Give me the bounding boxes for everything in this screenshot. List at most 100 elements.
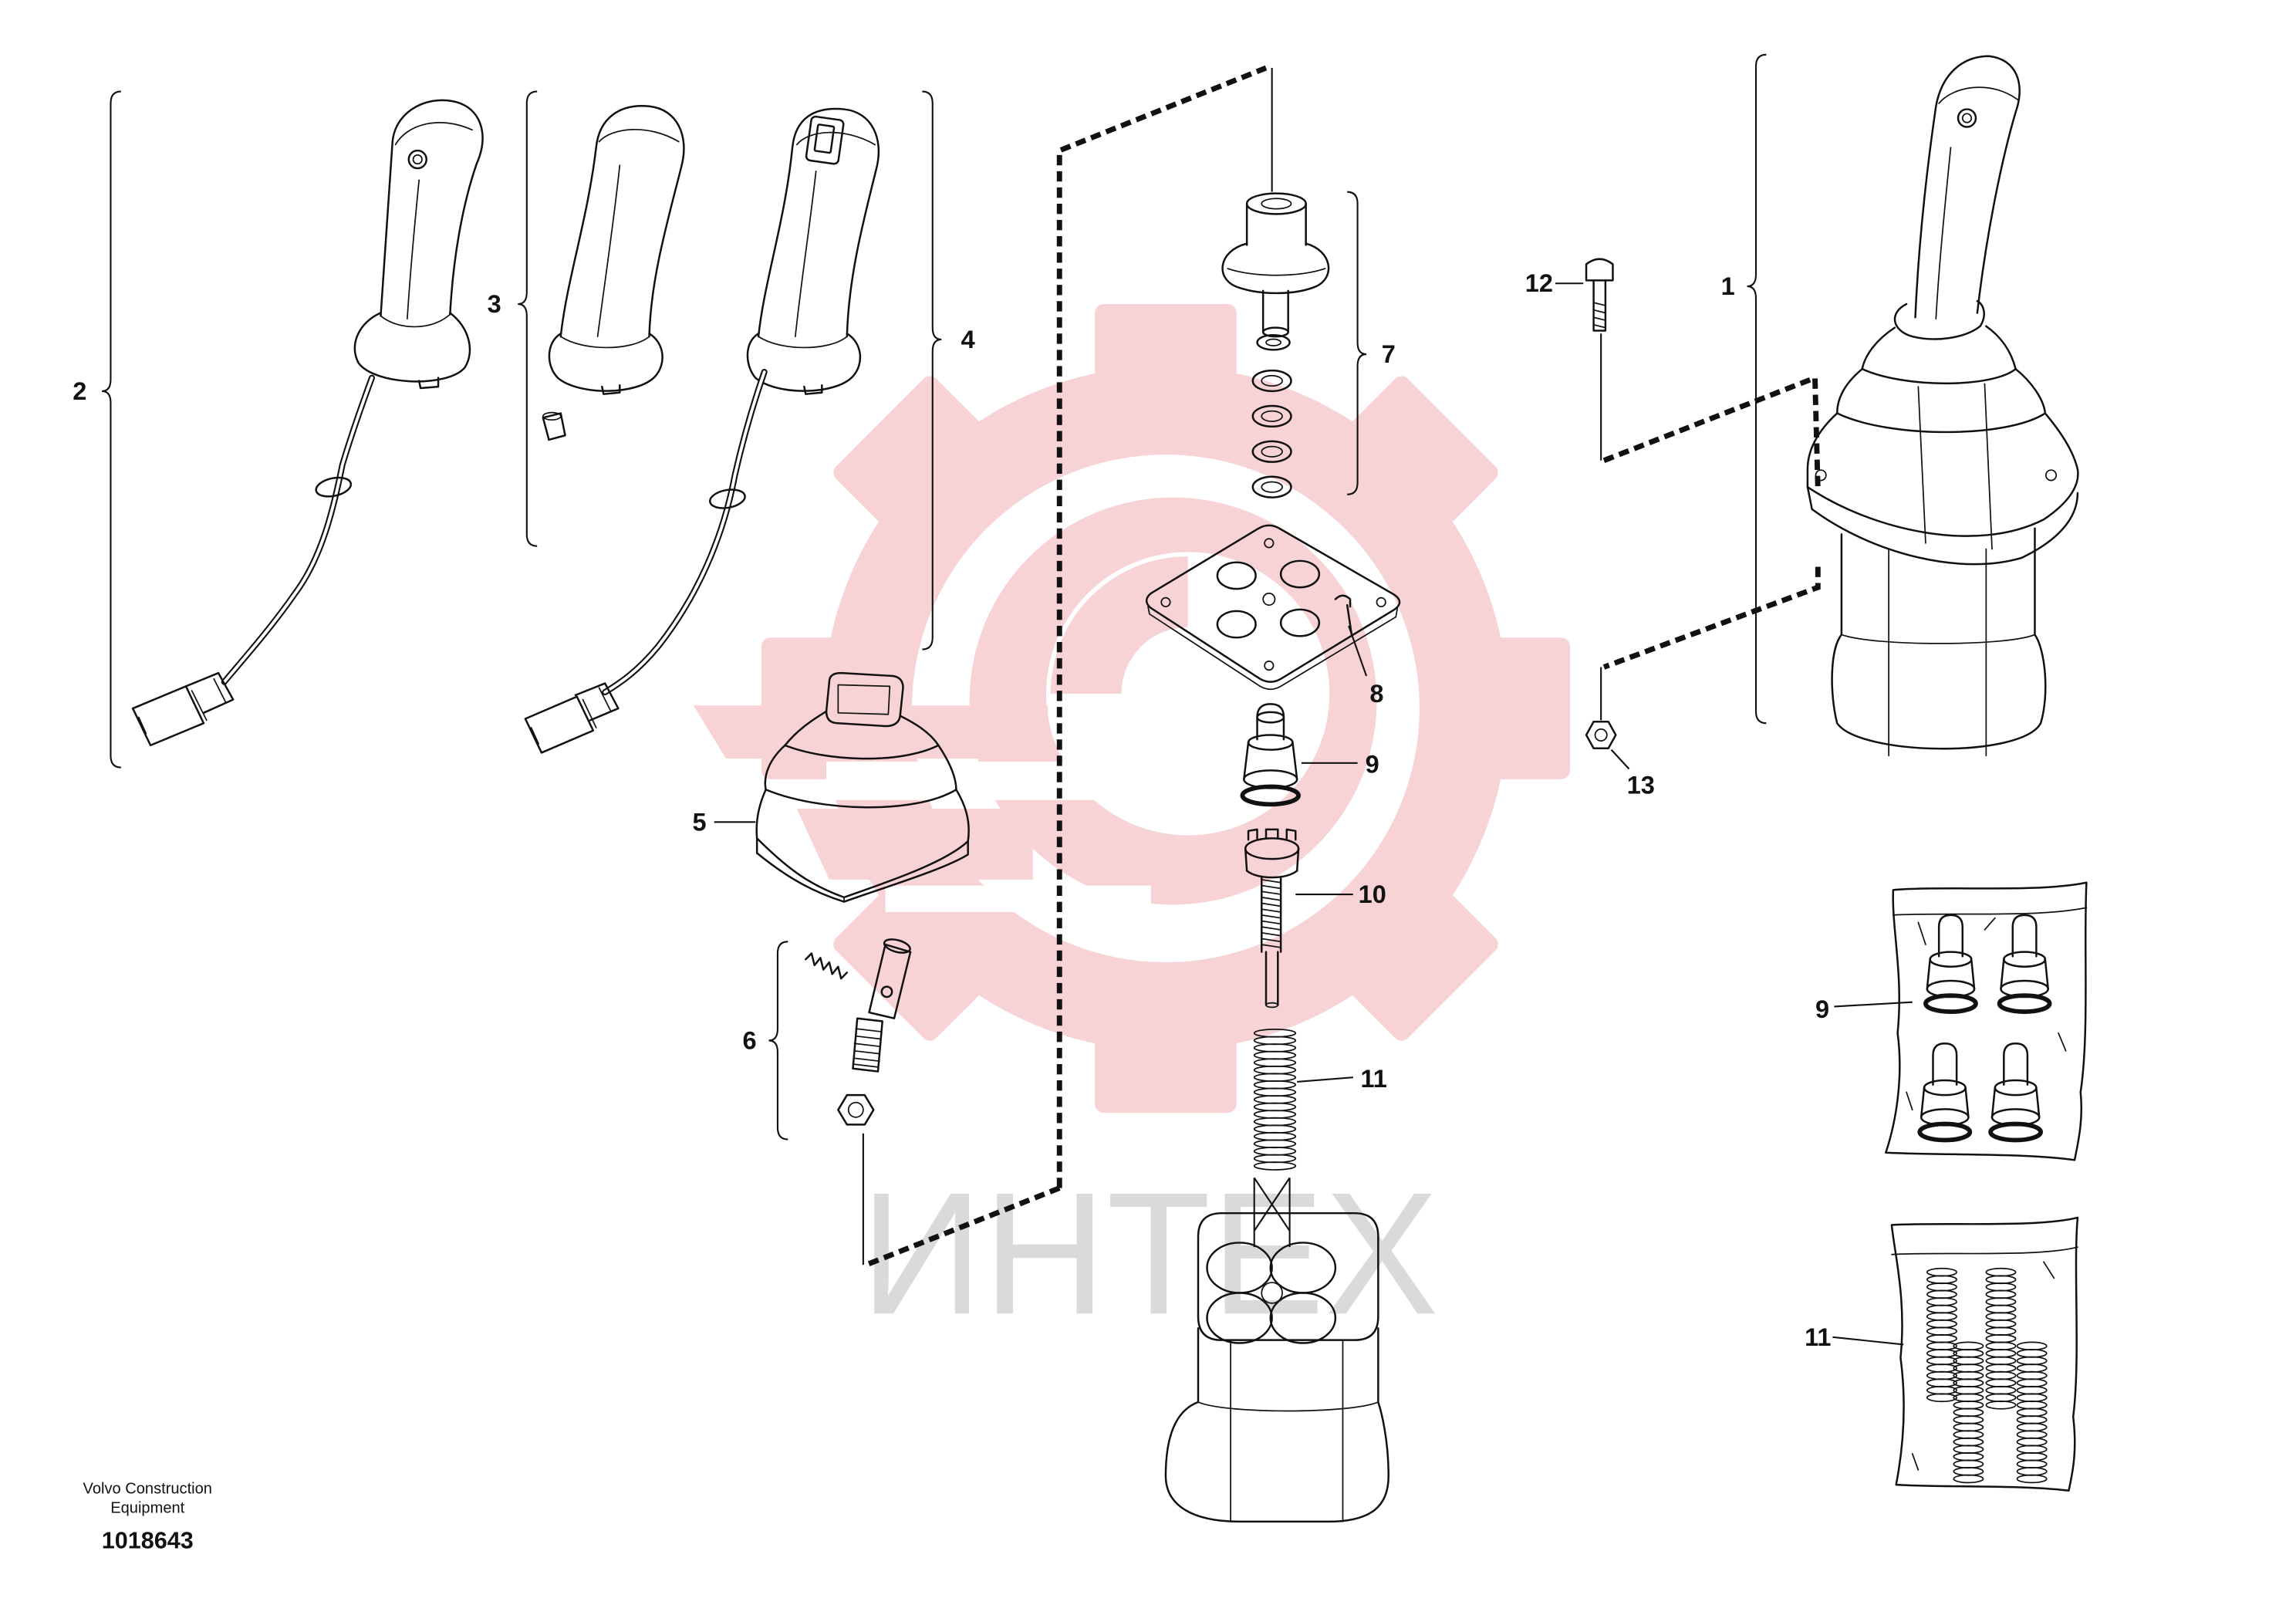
plunger-kit-bag-part-9 <box>1885 881 2088 1161</box>
lever-shaft-part-6 <box>805 938 912 1126</box>
washer <box>1256 333 1291 351</box>
rocker-switch <box>805 115 845 165</box>
grommet <box>542 411 566 441</box>
callout-5: 5 <box>693 808 707 836</box>
cable-tie <box>315 476 353 498</box>
spring-coil <box>1926 1393 1957 1403</box>
plate-bore <box>1216 561 1257 590</box>
plunger-seal <box>1917 1121 1973 1143</box>
thread <box>1261 879 1281 948</box>
assembly-line-center <box>1056 65 1268 1188</box>
coil-spring <box>1985 1267 2017 1410</box>
handle-bell <box>548 333 663 392</box>
handle-part-3 <box>542 105 685 441</box>
plunger-seal <box>1988 1121 2043 1143</box>
assembly-line-right-lower <box>1602 566 1821 670</box>
handle-bell <box>353 312 471 383</box>
coil-spring <box>1926 1267 1957 1403</box>
handle-with-cable-part-2 <box>131 99 484 747</box>
bolt-part-12 <box>1585 258 1614 332</box>
plunger-seal <box>1240 784 1301 807</box>
callout-13: 13 <box>1627 772 1655 799</box>
handle-grip <box>757 107 880 338</box>
callout-9: 9 <box>1366 751 1379 779</box>
handle-grip <box>559 105 685 338</box>
electrical-connector <box>524 682 620 754</box>
valve-housing <box>1164 1211 1389 1523</box>
callout-kit-11: 11 <box>1805 1323 1831 1351</box>
coil-spring <box>2016 1341 2048 1484</box>
nut-part-13 <box>1585 721 1617 749</box>
plunger-part-9 <box>1240 703 1301 807</box>
washer <box>1251 404 1292 428</box>
spring-coil <box>2016 1474 2048 1484</box>
guide-flange <box>1221 242 1330 295</box>
kit-bag <box>1890 1216 2079 1492</box>
threaded-end <box>852 1017 883 1073</box>
callout-3: 3 <box>488 290 501 318</box>
brace-6 <box>768 941 788 1140</box>
washer <box>1251 440 1292 463</box>
drawing-footer: Volvo Construction Equipment 1018643 <box>83 1481 212 1554</box>
leader-kit-11 <box>1832 1336 1904 1346</box>
housing-bore <box>1206 1292 1273 1344</box>
watermark-text: ИНТЕХ <box>860 1156 1439 1350</box>
mounting-plate-part-8 <box>1145 524 1401 691</box>
callout-10: 10 <box>1359 880 1386 908</box>
maker-name-line2: Equipment <box>110 1499 184 1516</box>
joystick-button <box>1957 108 1977 128</box>
electrical-connector <box>131 671 235 747</box>
maker-name-line1: Volvo Construction <box>83 1481 212 1498</box>
plunger <box>1917 1042 1973 1143</box>
coil-spring <box>1953 1341 1984 1484</box>
joystick-base <box>1831 527 2047 750</box>
shaft-tube <box>868 943 912 1019</box>
coil-spring <box>1253 1029 1297 1171</box>
assembly-line-lower <box>865 1185 1061 1268</box>
callout-7: 7 <box>1382 340 1396 368</box>
washers <box>1251 333 1292 498</box>
callout-labels: 2 3 4 5 6 7 8 9 10 11 12 1 13 9 11 <box>73 269 1831 1351</box>
brace-2 <box>101 90 121 769</box>
drawing-number: 1018643 <box>102 1527 194 1553</box>
kit-bag <box>1885 881 2088 1161</box>
callout-11: 11 <box>1360 1065 1386 1093</box>
callout-12: 12 <box>1525 269 1553 297</box>
washer <box>1251 369 1292 393</box>
assembly-line-right-upper <box>1602 373 1821 491</box>
callout-4: 4 <box>961 326 975 353</box>
spring-coil <box>1985 1400 2017 1410</box>
spring-part-11 <box>1253 1029 1297 1171</box>
joystick-assembly-part-1 <box>1806 55 2079 757</box>
handle-with-switch-part-4 <box>524 107 880 754</box>
callout-2: 2 <box>73 377 86 405</box>
callout-8: 8 <box>1369 680 1383 708</box>
leader-lines <box>714 282 1913 1346</box>
watermark-stripes <box>693 705 1196 913</box>
plunger-guide-part-7 <box>1221 192 1330 498</box>
rubber-boot-part-5 <box>755 671 970 903</box>
plate-bore <box>1279 608 1321 637</box>
leader-13 <box>1610 748 1630 770</box>
callout-1: 1 <box>1721 272 1735 300</box>
handle-button <box>407 149 427 170</box>
joystick-boot <box>1806 325 2079 566</box>
callout-6: 6 <box>743 1026 757 1054</box>
spring-coil <box>1953 1474 1984 1484</box>
plate-bore <box>1216 610 1257 639</box>
joystick-handle <box>1914 55 2021 319</box>
handle-grip <box>380 99 484 317</box>
plunger <box>1997 914 2052 1014</box>
plunger <box>1923 914 1978 1014</box>
cable-tie <box>708 488 746 509</box>
leader-11 <box>1297 1076 1353 1083</box>
brace-1 <box>1747 53 1767 725</box>
plate-bore <box>1279 559 1321 589</box>
callout-braces <box>101 53 1767 1140</box>
assembly-lines <box>862 65 1821 1268</box>
washer <box>1251 475 1292 498</box>
brace-7 <box>1347 191 1367 495</box>
leader-kit-9 <box>1834 1001 1913 1008</box>
housing-bore <box>1269 1292 1337 1344</box>
